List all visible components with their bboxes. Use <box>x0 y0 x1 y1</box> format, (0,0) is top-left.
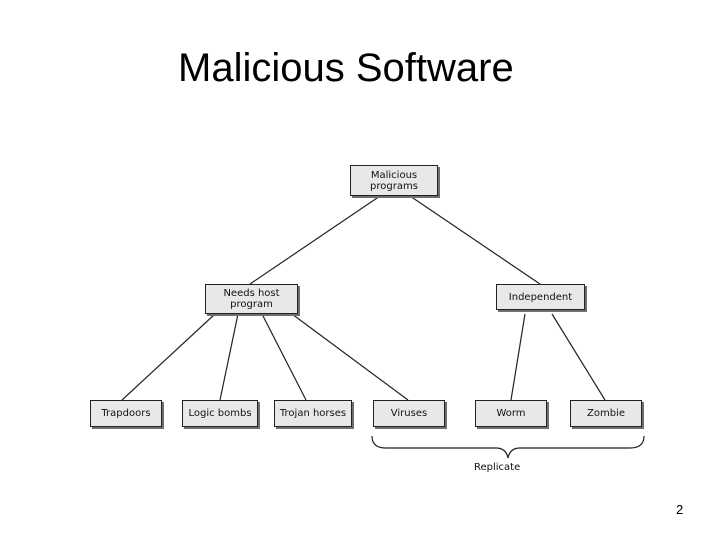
leaf-node-viruses: Viruses <box>373 400 445 427</box>
edge-needs-host-trapdoors <box>121 313 216 401</box>
leaf-node-logic-bombs: Logic bombs <box>182 400 258 427</box>
edge-independent-zombie <box>551 313 606 401</box>
leaf-node-trapdoors: Trapdoors <box>90 400 162 427</box>
leaf-node-worm: Worm <box>475 400 547 427</box>
edge-needs-host-logic-bombs <box>219 313 239 401</box>
replicate-label: Replicate <box>474 462 521 473</box>
edge-root-independent <box>409 195 541 285</box>
leaf-node-trojan-horses: Trojan horses <box>274 400 352 427</box>
edge-independent-worm <box>510 313 526 401</box>
page-number: 2 <box>676 502 684 517</box>
leaf-node-zombie: Zombie <box>570 400 642 427</box>
category-node-needs-host-program: Needs host program <box>205 284 298 314</box>
category-node-independent: Independent <box>496 284 585 310</box>
edge-root-needs-host <box>249 195 381 285</box>
replicate-brace <box>371 435 645 459</box>
edge-needs-host-trojan-horses <box>261 313 307 401</box>
root-node-malicious-programs: Malicious programs <box>350 165 438 196</box>
edge-needs-host-viruses <box>291 313 409 401</box>
slide-title: Malicious Software <box>178 46 514 90</box>
